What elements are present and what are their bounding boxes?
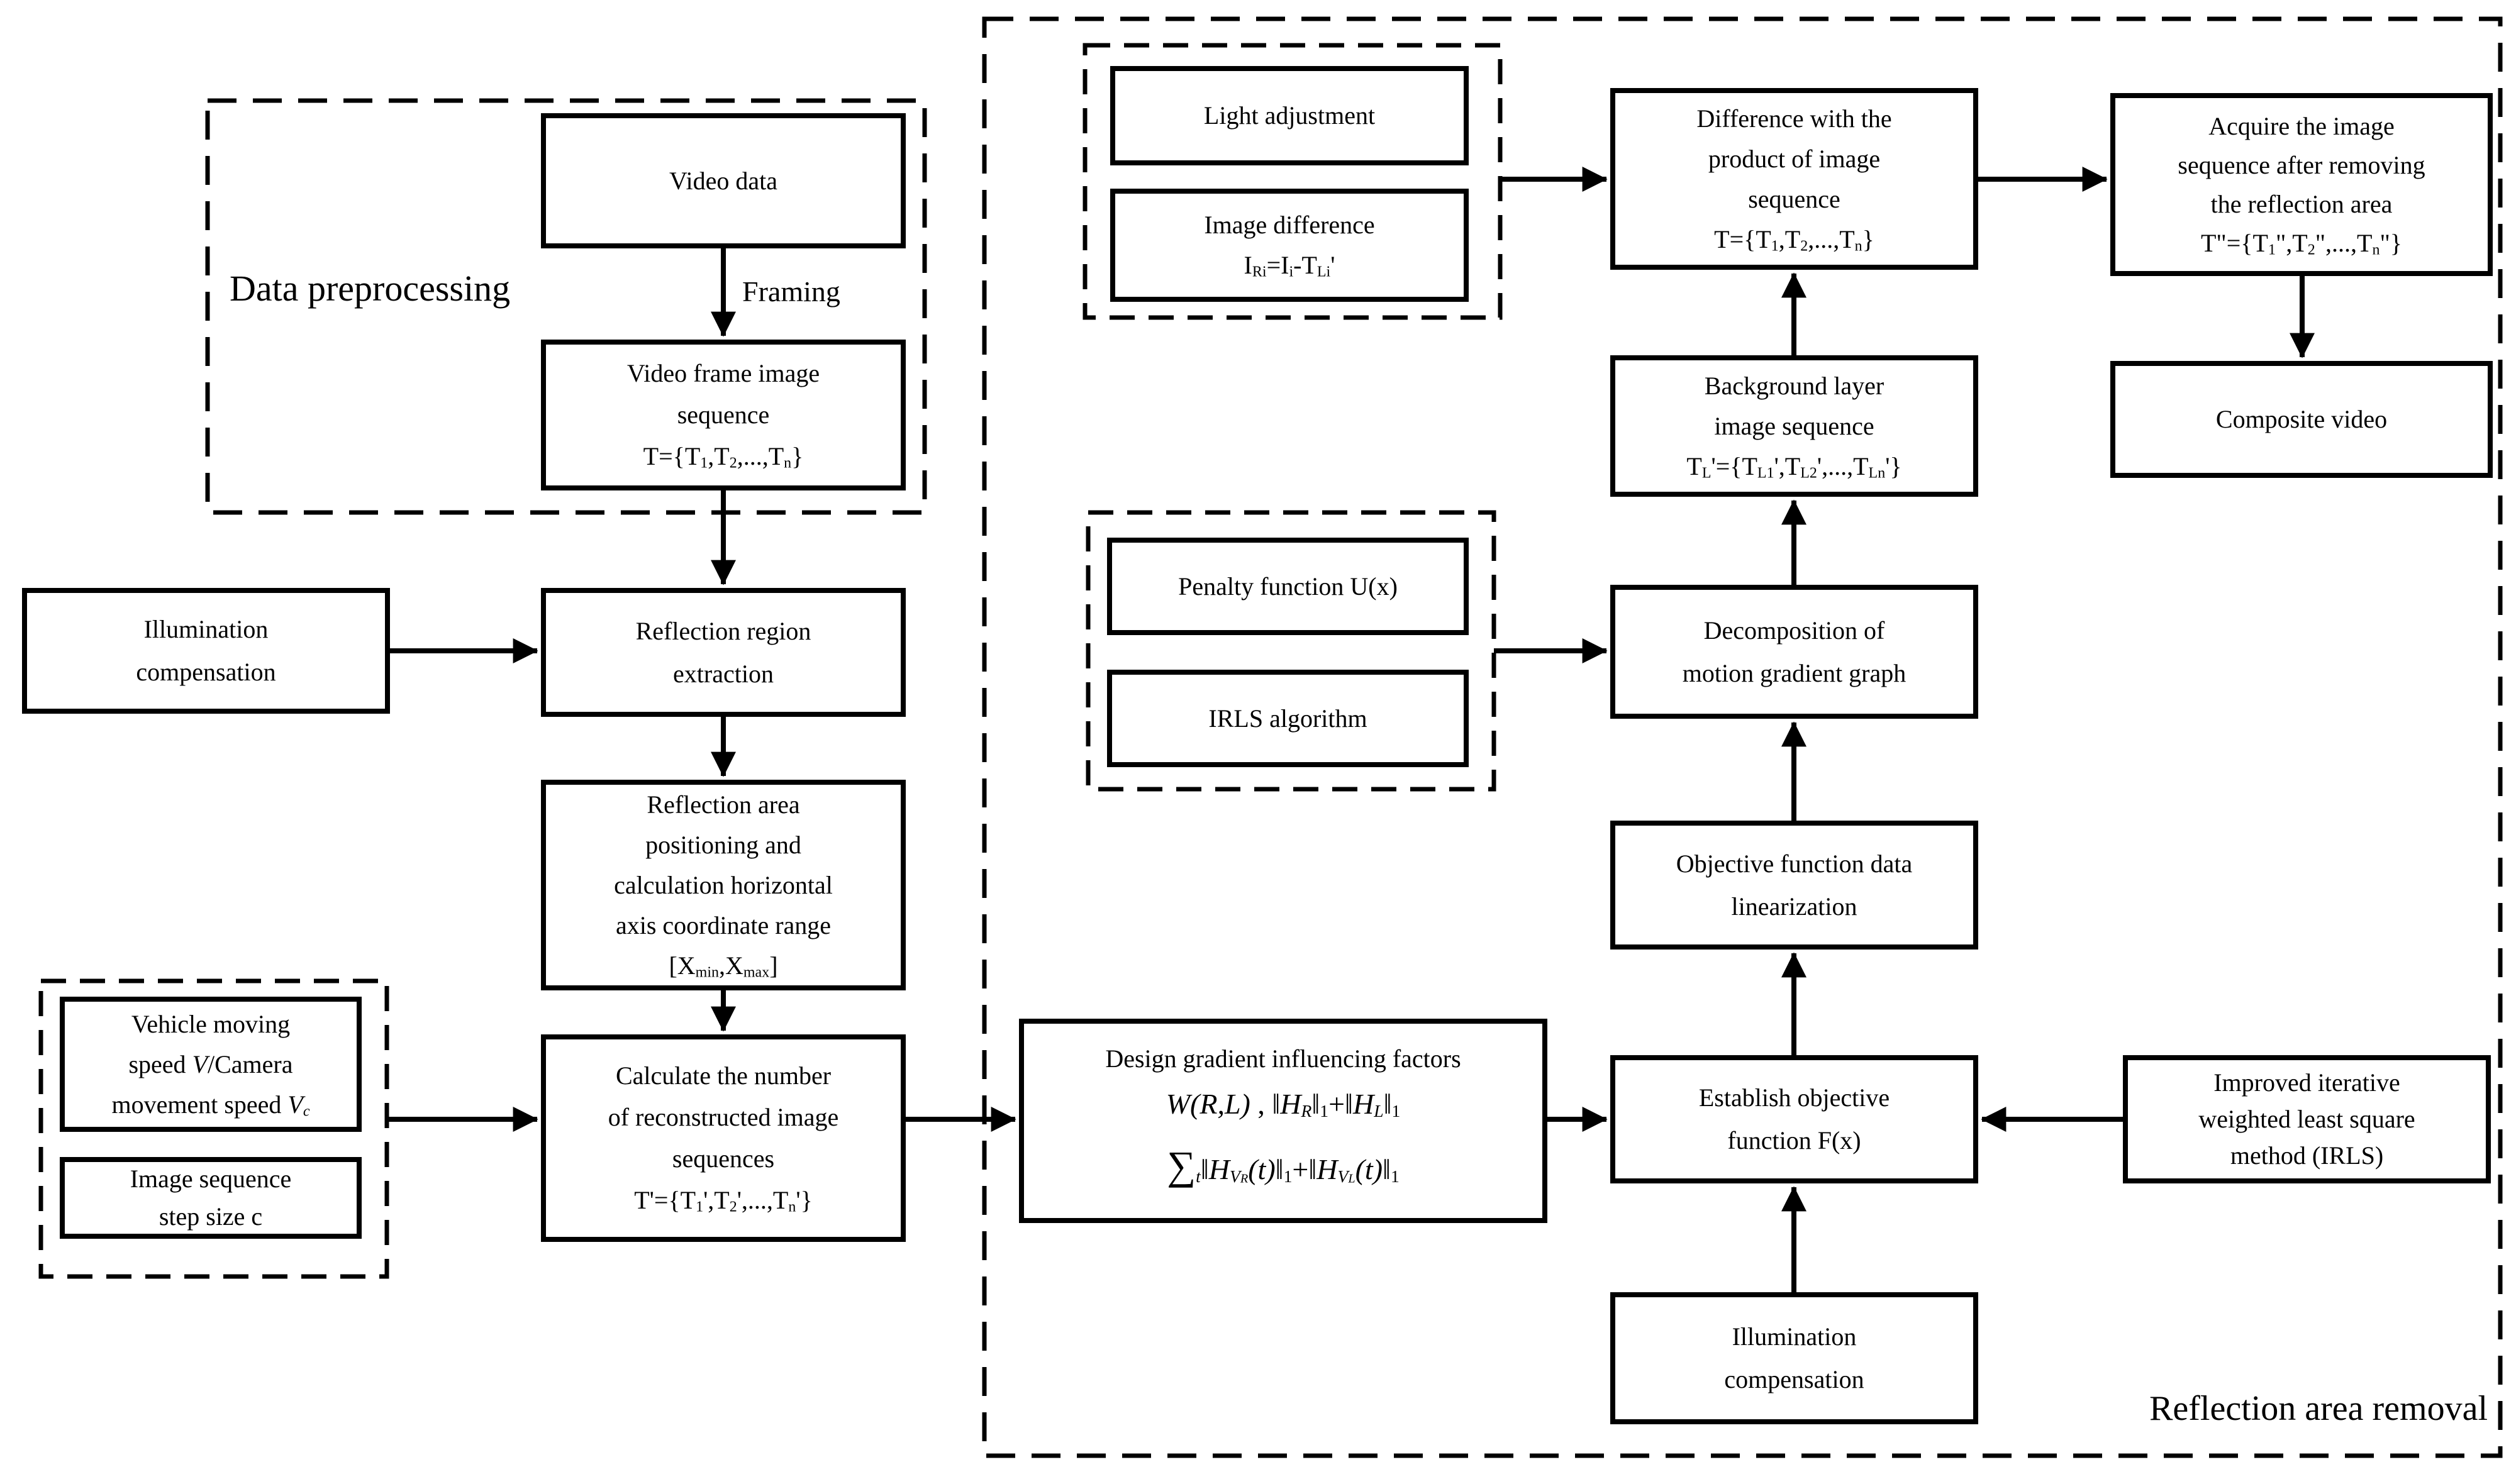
node-label: Improved iterative weighted least square… <box>2198 1068 2415 1170</box>
group-penalty-irls-border <box>1086 510 1496 792</box>
node-label: Design gradient influencing factors W(R,… <box>1024 1040 1542 1202</box>
node-background-layer-sequence: Background layer image sequence TL'={TL1… <box>1610 355 1978 497</box>
node-acquire-sequence: Acquire the image sequence after removin… <box>2110 93 2493 276</box>
node-irls-algorithm: IRLS algorithm <box>1107 670 1469 767</box>
node-label: Penalty function U(x) <box>1178 572 1398 601</box>
node-light-adjustment: Light adjustment <box>1110 66 1469 165</box>
node-label: Establish objective function F(x) <box>1698 1083 1890 1155</box>
node-label: Vehicle moving speed V/Camera movement s… <box>111 1009 310 1119</box>
node-design-gradient-factors: Design gradient influencing factors W(R,… <box>1019 1019 1547 1223</box>
design-gradient-formula-2: ∑t‖HVR(t)‖1+‖HVL(t)‖1 <box>1167 1143 1400 1188</box>
node-reflection-area-positioning: Reflection area positioning and calculat… <box>541 780 906 990</box>
node-label: Calculate the number of reconstructed im… <box>608 1061 839 1215</box>
edge-label-framing: Framing <box>742 275 840 307</box>
node-image-difference: Image difference IRi=Ii-TLi' <box>1110 189 1469 302</box>
node-objective-linearization: Objective function data linearization <box>1610 821 1978 950</box>
node-composite-video: Composite video <box>2110 361 2493 478</box>
node-label: Decomposition of motion gradient graph <box>1682 616 1906 687</box>
node-label: Image sequence step size c <box>130 1165 292 1231</box>
node-decomposition-motion-gradient: Decomposition of motion gradient graph <box>1610 585 1978 719</box>
node-label: Image difference IRi=Ii-TLi' <box>1204 211 1375 280</box>
group-speed-inputs-border <box>38 978 389 1279</box>
design-gradient-formula-1: W(R,L) , ‖HR‖1+‖HL‖1 <box>1166 1087 1401 1121</box>
node-image-sequence-step: Image sequence step size c <box>60 1157 362 1239</box>
node-label: Background layer image sequence TL'={TL1… <box>1686 371 1902 481</box>
node-label: IRLS algorithm <box>1208 704 1367 733</box>
node-label: Reflection area positioning and calculat… <box>614 790 833 980</box>
node-label: Illumination compensation <box>1724 1322 1864 1393</box>
node-vehicle-moving-speed: Vehicle moving speed V/Camera movement s… <box>60 997 362 1132</box>
node-label: Illumination compensation <box>136 615 276 686</box>
node-establish-objective: Establish objective function F(x) <box>1610 1055 1978 1183</box>
group-data-preprocessing-border <box>205 98 927 515</box>
node-penalty-function: Penalty function U(x) <box>1107 538 1469 635</box>
node-reflection-region-extraction: Reflection region extraction <box>541 588 906 717</box>
node-illumination-compensation-bottom: Illumination compensation <box>1610 1292 1978 1424</box>
node-label: Difference with the product of image seq… <box>1696 104 1892 254</box>
design-gradient-title: Design gradient influencing factors <box>1105 1044 1461 1073</box>
node-video-frame-sequence: Video frame image sequence T={T1,T2,...,… <box>541 340 906 490</box>
node-improved-irls: Improved iterative weighted least square… <box>2123 1055 2491 1183</box>
node-illumination-compensation-left: Illumination compensation <box>22 588 390 714</box>
node-difference-with-product: Difference with the product of image seq… <box>1610 88 1978 270</box>
node-video-data: Video data <box>541 113 906 248</box>
node-label: Video frame image sequence T={T1,T2,...,… <box>626 359 820 472</box>
node-label: Composite video <box>2215 405 2388 433</box>
group-label-data-preprocessing: Data preprocessing <box>230 268 511 309</box>
node-label: Light adjustment <box>1203 101 1376 130</box>
group-label-reflection-area-removal: Reflection area removal <box>2149 1389 2488 1428</box>
node-label: Acquire the image sequence after removin… <box>2178 111 2425 258</box>
node-calculate-sequences: Calculate the number of reconstructed im… <box>541 1034 906 1242</box>
node-label: Video data <box>669 166 777 195</box>
node-label: Reflection region extraction <box>635 616 811 688</box>
node-label: Objective function data linearization <box>1676 849 1913 921</box>
group-reflection-area-removal-border <box>982 16 2503 1458</box>
